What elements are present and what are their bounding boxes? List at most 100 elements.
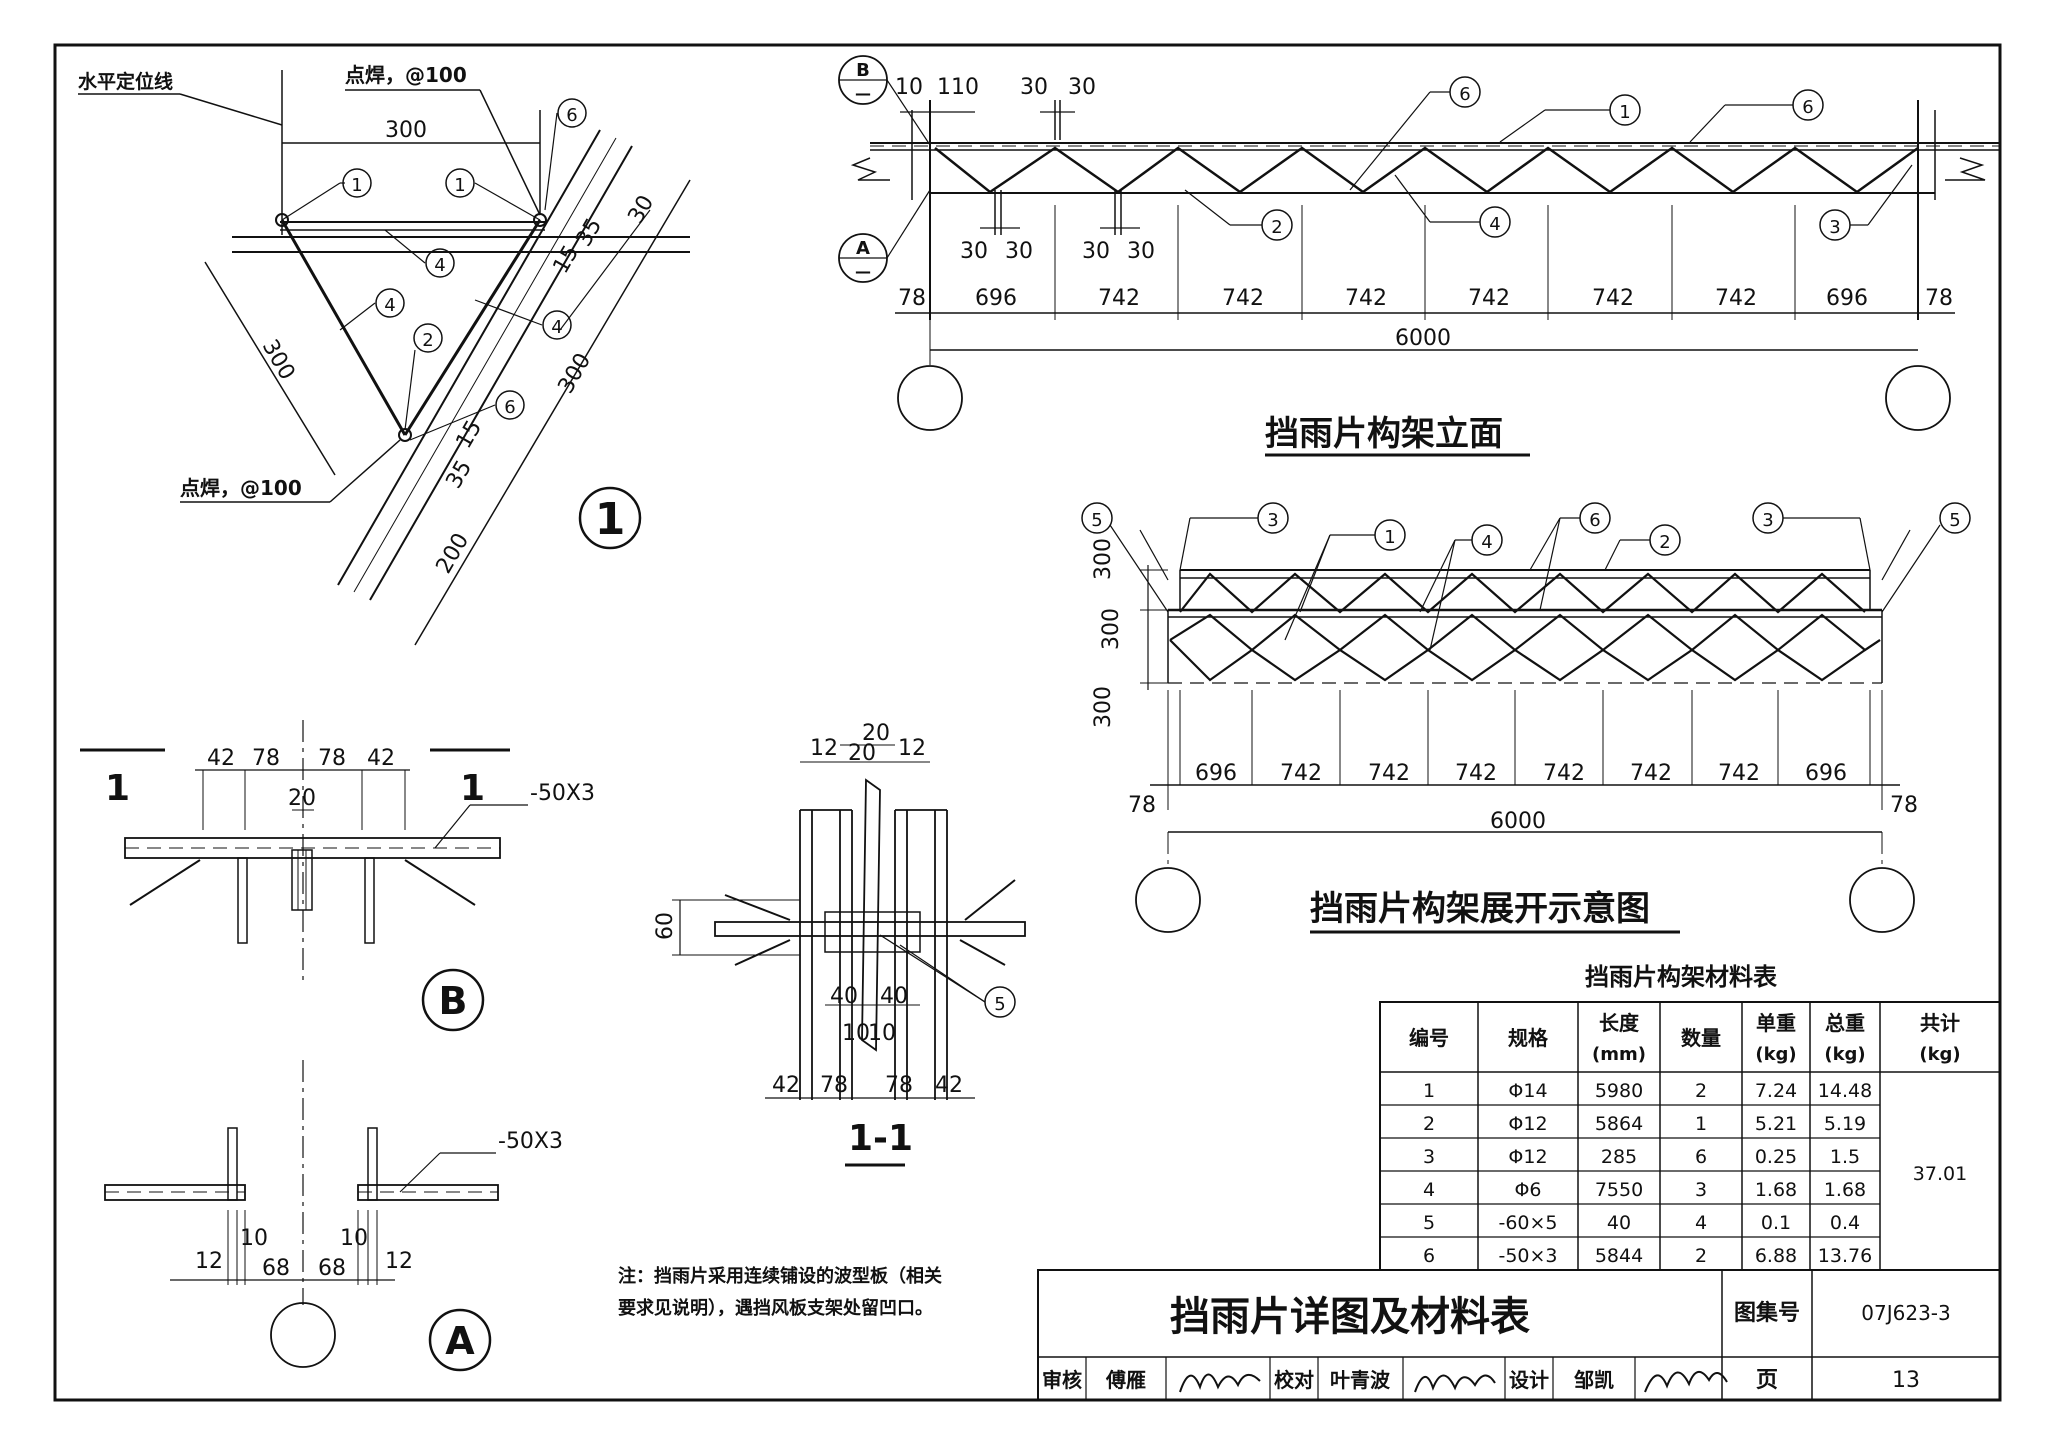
unfold-span-8: 696 xyxy=(1805,761,1847,786)
svg-text:5: 5 xyxy=(1091,510,1102,531)
svg-text:7550: 7550 xyxy=(1595,1179,1643,1201)
elev-span-0: 78 xyxy=(898,286,926,311)
svg-text:7.24: 7.24 xyxy=(1755,1080,1797,1102)
th-qty: 数量 xyxy=(1681,1026,1721,1050)
unfold-axis-left xyxy=(1135,867,1201,933)
check-label: 校对 xyxy=(1274,1368,1314,1392)
svg-text:4: 4 xyxy=(1695,1212,1707,1234)
review-label: 审核 xyxy=(1042,1368,1082,1392)
elev-dim-30a: 30 xyxy=(1020,75,1048,100)
svg-text:285: 285 xyxy=(1601,1146,1637,1168)
detail-a: -50X3 12 10 68 68 10 12 A xyxy=(104,1060,563,1372)
svg-text:1.5: 1.5 xyxy=(1830,1146,1860,1168)
elev-callout-2: 2 xyxy=(1184,189,1293,241)
th-no: 编号 xyxy=(1409,1026,1449,1050)
sec-top-dim-12-left: 12 xyxy=(810,736,838,761)
title-block: 挡雨片详图及材料表 图集号 07J623-3 页 13 审核 傅雁 校对 叶青波… xyxy=(1037,1269,2001,1401)
svg-text:1: 1 xyxy=(105,768,130,809)
svg-text:5.19: 5.19 xyxy=(1824,1113,1866,1135)
th-length-1: 长度 xyxy=(1599,1011,1640,1035)
svg-text:1.68: 1.68 xyxy=(1755,1179,1797,1201)
dim-300-sloped-left: 300 xyxy=(257,336,300,385)
th-total-1: 总重 xyxy=(1825,1011,1865,1035)
page-label: 页 xyxy=(1756,1368,1778,1393)
unfold-span-ticks xyxy=(1179,690,1871,785)
unfold-span-1: 696 xyxy=(1195,761,1237,786)
sec-top-dim-20: 20 xyxy=(862,721,890,746)
svg-text:5: 5 xyxy=(1949,510,1960,531)
elev-span-6: 742 xyxy=(1592,286,1634,311)
th-total-2: (kg) xyxy=(1824,1044,1865,1065)
svg-text:1: 1 xyxy=(595,494,626,545)
detailb-dim-42-left: 42 xyxy=(207,746,235,771)
svg-text:6: 6 xyxy=(1695,1146,1707,1168)
elev-dim-10: 10 xyxy=(895,75,923,100)
svg-text:2: 2 xyxy=(1695,1080,1707,1102)
th-sum-1: 共计 xyxy=(1920,1011,1960,1035)
sheet-title: 挡雨片详图及材料表 xyxy=(1170,1294,1530,1340)
unfold-callout-1: 1 xyxy=(1284,519,1406,641)
svg-text:0.4: 0.4 xyxy=(1830,1212,1860,1234)
svg-text:A: A xyxy=(445,1319,475,1363)
elev-bdim-4: 30 xyxy=(1127,239,1155,264)
sec-height-60: 60 xyxy=(653,912,678,940)
unfold-height-2: 300 xyxy=(1099,608,1124,650)
dim-35-top: 35 xyxy=(572,214,608,251)
section-title-1-1: 1-1 xyxy=(848,1118,913,1159)
svg-text:0.25: 0.25 xyxy=(1755,1146,1797,1168)
svg-text:2: 2 xyxy=(1423,1113,1435,1135)
sec-mid-dim-40-right: 40 xyxy=(880,984,908,1009)
reviewer-name: 傅雁 xyxy=(1105,1368,1146,1392)
detaila-dim-10-right: 10 xyxy=(340,1226,368,1251)
detail-b: 1 1 42 78 78 42 20 -50X3 B xyxy=(80,720,595,1032)
axis-circle-right xyxy=(1885,365,1951,431)
svg-text:Φ12: Φ12 xyxy=(1508,1146,1547,1168)
svg-text:Φ12: Φ12 xyxy=(1508,1113,1547,1135)
svg-text:—: — xyxy=(855,262,871,281)
elev-dim-30b: 30 xyxy=(1068,75,1096,100)
unfold-callout-2: 2 xyxy=(1604,524,1681,571)
svg-text:6: 6 xyxy=(566,105,577,126)
svg-text:-50×3: -50×3 xyxy=(1498,1245,1557,1267)
checker-name: 叶青波 xyxy=(1330,1368,1391,1392)
svg-text:4: 4 xyxy=(384,295,395,316)
elev-span-4: 742 xyxy=(1345,286,1387,311)
dim-200: 200 xyxy=(432,529,475,578)
svg-text:B: B xyxy=(856,60,870,81)
svg-text:1: 1 xyxy=(1619,102,1630,123)
detaila-dim-68-right: 68 xyxy=(318,1256,346,1281)
svg-text:0.1: 0.1 xyxy=(1761,1212,1791,1234)
svg-text:4: 4 xyxy=(1481,532,1492,553)
unfold-callout-3-left: 3 xyxy=(1179,502,1289,571)
svg-text:1: 1 xyxy=(351,175,362,196)
svg-text:1.68: 1.68 xyxy=(1824,1179,1866,1201)
sec-bot-dim-78-left: 78 xyxy=(820,1073,848,1098)
elev-callout-3: 3 xyxy=(1819,164,1913,241)
axis-circle-a xyxy=(270,1302,336,1368)
svg-text:2: 2 xyxy=(1695,1245,1707,1267)
dim-35-bottom: 35 xyxy=(442,456,478,493)
detailb-plate-label: -50X3 xyxy=(530,781,595,806)
detail-1: 水平定位线 点焊，@100 300 30 35 15 300 15 35 xyxy=(78,63,691,646)
unfold-span-4: 742 xyxy=(1455,761,1497,786)
svg-text:3: 3 xyxy=(1423,1146,1435,1168)
table-total: 37.01 xyxy=(1913,1163,1967,1185)
svg-text:3: 3 xyxy=(1695,1179,1707,1201)
callout-4-right: 4 xyxy=(474,299,572,340)
elev-bdim-1: 30 xyxy=(960,239,988,264)
svg-text:5: 5 xyxy=(1423,1212,1435,1234)
unfold-view: 300 300 300 696 742 742 742 742 742 742 … xyxy=(1081,502,1971,934)
elev-callout-4: 4 xyxy=(1394,174,1511,238)
horizontal-datum-label: 水平定位线 xyxy=(78,70,173,93)
elev-span-7: 742 xyxy=(1715,286,1757,311)
unfold-callout-3-right: 3 xyxy=(1752,502,1871,571)
th-length-2: (mm) xyxy=(1592,1044,1646,1065)
atlas-number: 07J623-3 xyxy=(1861,1301,1950,1325)
dim-15-top: 15 xyxy=(549,241,585,278)
svg-text:40: 40 xyxy=(1607,1212,1631,1234)
elev-span-5: 742 xyxy=(1468,286,1510,311)
designer-name: 邹凯 xyxy=(1573,1368,1614,1392)
page-number: 13 xyxy=(1892,1368,1920,1393)
callout-4-top: 4 xyxy=(384,229,455,278)
detaila-dim-10-left: 10 xyxy=(240,1226,268,1251)
